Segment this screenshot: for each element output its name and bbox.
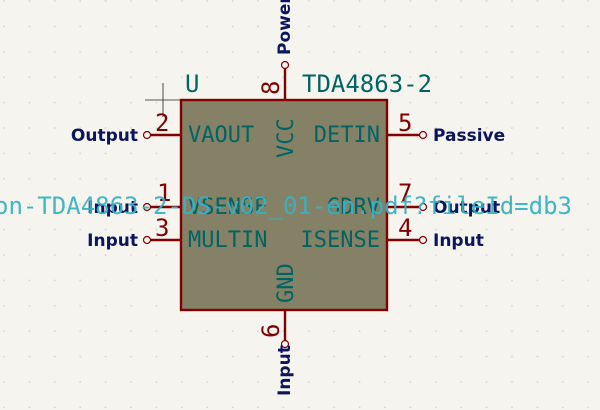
pin-3-endpoint[interactable] — [142, 235, 152, 245]
pin-4-number: 4 — [398, 214, 412, 242]
pin-6-endpoint[interactable] — [280, 339, 290, 349]
pin-4-endpoint[interactable] — [418, 235, 428, 245]
pin-8-name: VCC — [274, 118, 299, 158]
pin-7-type-label: Output — [433, 198, 500, 218]
pin-2-name: VAOUT — [188, 123, 254, 148]
pin-1-number: 1 — [157, 179, 171, 207]
pin-3-number: 3 — [155, 214, 169, 242]
pin-endpoints — [142, 60, 428, 349]
pin-8-endpoint[interactable] — [280, 60, 290, 70]
pin-1-endpoint[interactable] — [142, 202, 152, 212]
symbol-anchor-crosshair — [145, 83, 181, 117]
pin-1-name: VSENSE — [188, 195, 267, 220]
pin-2-endpoint[interactable] — [142, 130, 152, 140]
pin-5-name: DETIN — [314, 123, 380, 148]
pin-4-name: ISENSE — [301, 228, 380, 253]
pin-8-number: 8 — [257, 81, 285, 95]
pin-1-type-label: Input — [87, 198, 138, 218]
pin-5-type-label: Passive — [433, 126, 505, 146]
component-body[interactable] — [179, 98, 389, 312]
pin-3-type-label: Input — [87, 231, 138, 251]
pin-6-number: 6 — [257, 324, 285, 338]
pin-5-endpoint[interactable] — [418, 130, 428, 140]
pin-2-number: 2 — [155, 109, 169, 137]
pin-7-name: GDRV — [327, 195, 380, 220]
pin-7-endpoint[interactable] — [418, 202, 428, 212]
datasheet-field[interactable]: on-TDA4863-2-DS-v02_01-en.pdf?fileId=db3 — [0, 192, 572, 220]
pin-4-type-label: Input — [433, 231, 484, 251]
pin-6-name: GND — [274, 263, 299, 303]
component-value[interactable]: TDA4863-2 — [302, 70, 432, 98]
pin-2-type-label: Output — [71, 126, 138, 146]
pin-7-number: 7 — [398, 179, 412, 207]
pin-lines — [150, 68, 420, 341]
reference-designator[interactable]: U — [185, 70, 199, 98]
pin-6-type-label: Input — [275, 345, 295, 396]
pin-8-type-label: Power — [275, 0, 295, 55]
pin-5-number: 5 — [398, 109, 412, 137]
pin-3-name: MULTIN — [188, 228, 267, 253]
